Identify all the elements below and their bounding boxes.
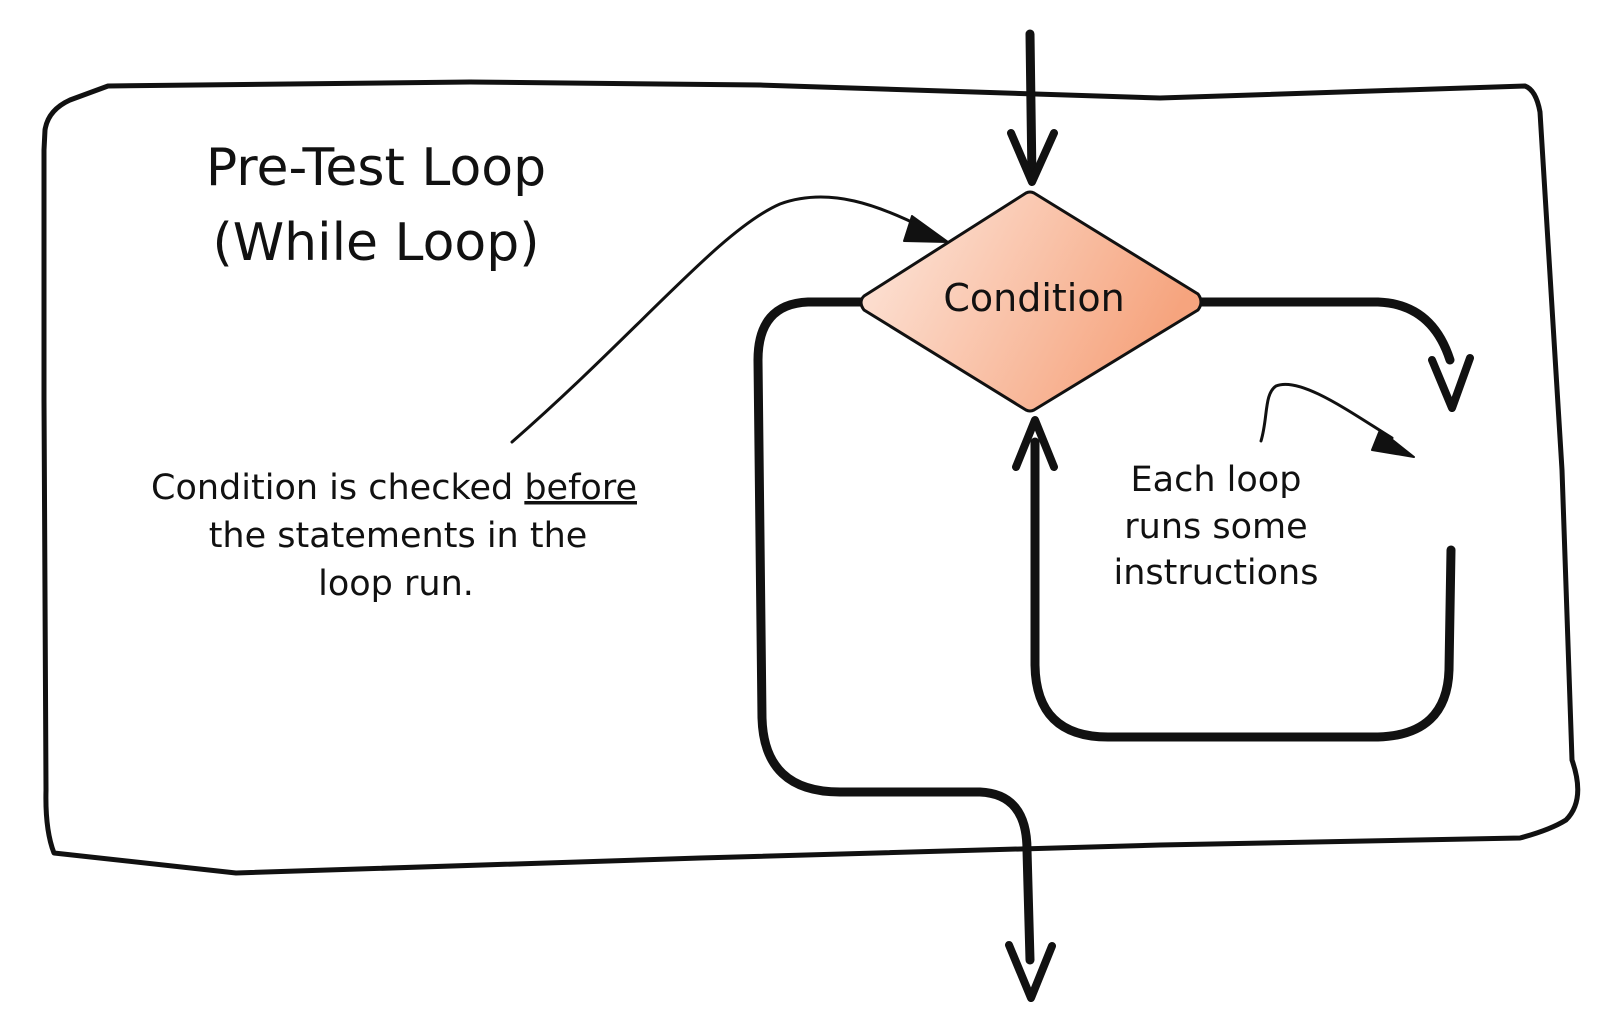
left-note-pointer <box>510 195 926 444</box>
loop-body-path <box>1012 297 1474 742</box>
title-line-1: Pre-Test Loop <box>206 138 546 198</box>
left-note-emphasis: before <box>524 468 637 508</box>
left-note-line-3: loop run. <box>318 564 474 604</box>
right-note-line-2: runs some <box>1124 507 1307 547</box>
left-note-line-2: the statements in the <box>209 516 588 556</box>
left-annotation: Condition is checked before the statemen… <box>151 195 949 604</box>
diagram-frame <box>41 79 1581 876</box>
diagram-title: Pre-Test Loop (While Loop) <box>206 138 546 273</box>
entry-arrow <box>1007 29 1058 186</box>
right-annotation: Each loop runs some instructions <box>1114 382 1415 593</box>
exit-path <box>753 297 1056 1002</box>
right-note-line-1: Each loop <box>1131 460 1302 500</box>
condition-label: Condition <box>943 276 1124 320</box>
condition-node: Condition <box>859 190 1203 413</box>
left-note-line-1: Condition is checked before <box>151 468 637 508</box>
left-note-prefix: Condition is checked <box>151 468 524 508</box>
right-note-pointer <box>1259 382 1394 443</box>
condition-diamond <box>859 190 1203 413</box>
title-line-2: (While Loop) <box>212 213 539 273</box>
right-note-line-3: instructions <box>1114 553 1319 593</box>
